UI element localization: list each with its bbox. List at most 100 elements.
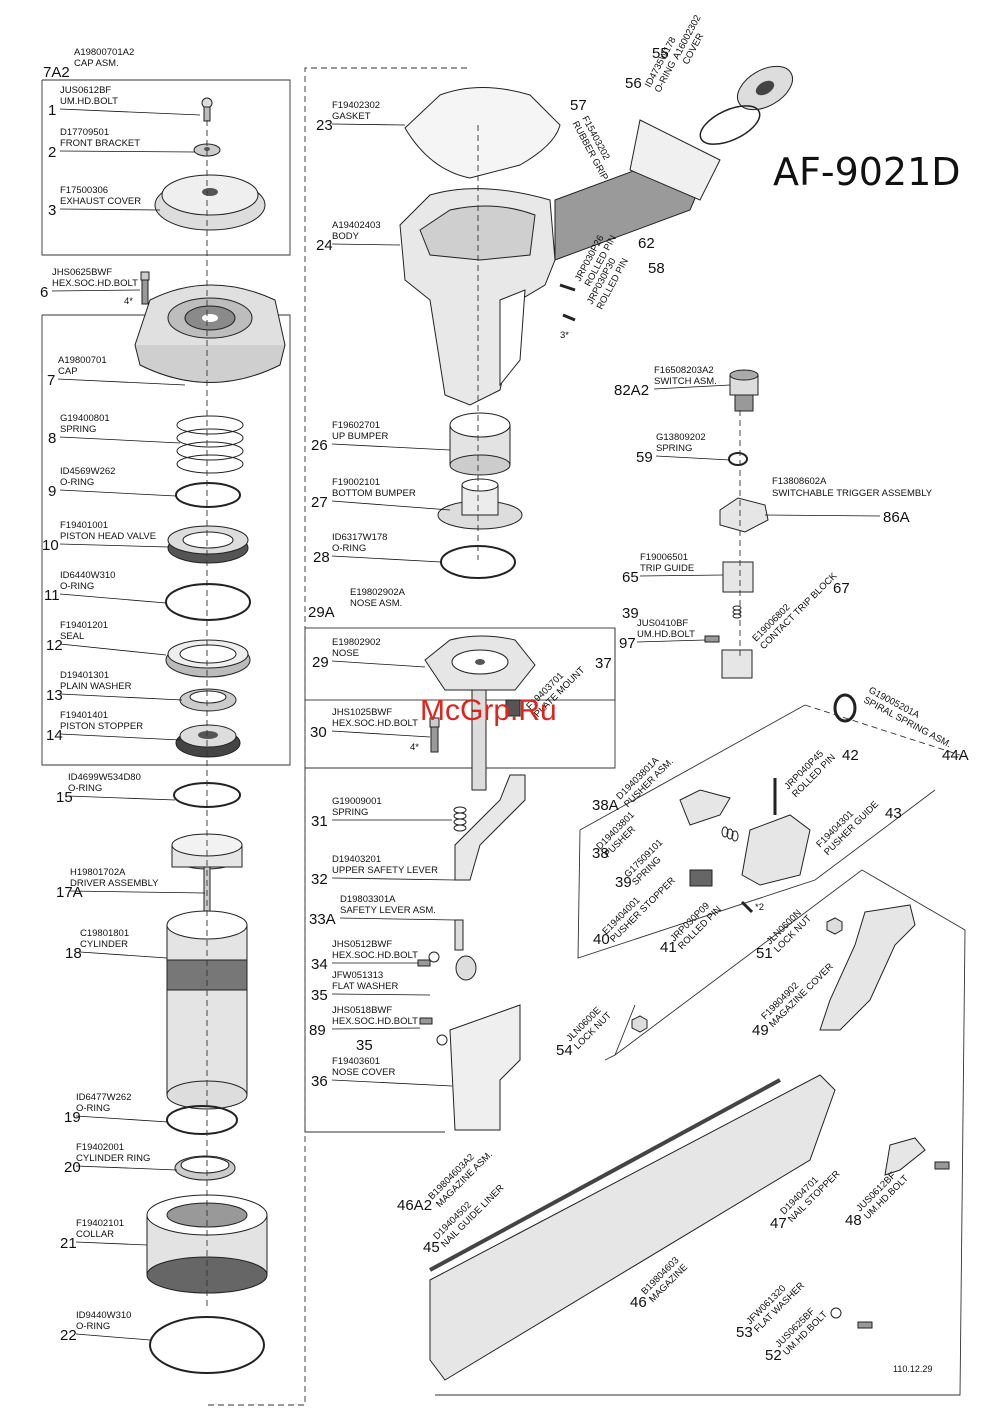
part-name: HEX.SOC.HD.BOLT (332, 1016, 418, 1027)
part-number: 12 (46, 637, 63, 654)
part-number: 44A (942, 747, 969, 764)
part-name: CONTACT TRIP BLOCK (758, 570, 840, 652)
leader-line (331, 660, 426, 668)
leader-line (67, 795, 176, 801)
flat-washer-53-drawing (830, 1307, 842, 1319)
part-code: A19402403 (332, 220, 381, 231)
part-code: F19401201 (60, 620, 108, 631)
part-number: 1 (48, 102, 56, 119)
part-name: HEX.SOC.HD.BOLT (332, 718, 418, 729)
part-code: G13809202 (656, 432, 706, 443)
part-number: 89 (309, 1022, 326, 1039)
piston-stopper-drawing (175, 724, 241, 758)
leader-line (331, 877, 456, 881)
leader-line (75, 1333, 151, 1341)
part-code: ID4699W534D80 (68, 772, 141, 783)
rolled-pin-58-drawing (562, 313, 576, 322)
bottom-bumper-drawing (437, 478, 523, 530)
part-code: ID6477W262 (76, 1092, 131, 1103)
part-number: 27 (311, 494, 328, 511)
leader-line (59, 208, 161, 211)
part-name: O-RING (76, 1321, 110, 1332)
spring-39b-drawing (721, 826, 739, 842)
hex-bolt-30-drawing (429, 717, 440, 753)
leader-line (331, 555, 442, 563)
part-code: JUS0410BF (637, 618, 688, 629)
nose-drawing (424, 635, 536, 791)
part-number: 52 (765, 1347, 782, 1364)
part-code: F19402302 (332, 100, 380, 111)
part-name: CYLINDER RING (76, 1153, 150, 1164)
part-number: 10 (42, 537, 59, 554)
part-code: A19800701 (58, 355, 107, 366)
part-code: F19401001 (60, 520, 108, 531)
part-number: 39 (615, 874, 632, 891)
pusher-drawing (679, 789, 731, 826)
part-number: 18 (65, 945, 82, 962)
part-number: 26 (311, 437, 328, 454)
leader-line (59, 108, 201, 116)
leader-line (331, 730, 431, 738)
leader-line (331, 123, 406, 126)
part-drawings (134, 65, 950, 1381)
leader-line (51, 289, 141, 292)
flat-washer-35b-drawing (436, 1034, 448, 1046)
part-number: 41 (660, 939, 677, 956)
um-hd-bolt-52-drawing (857, 1321, 873, 1329)
rolled-pin-62-drawing (559, 283, 576, 292)
bolt-1-drawing (201, 97, 213, 122)
body-drawing (399, 188, 556, 406)
leader-line (59, 593, 167, 604)
leader-line (653, 384, 731, 390)
part-number: 28 (313, 549, 330, 566)
leader-line (59, 489, 177, 497)
part-number-39b: 39 (622, 605, 639, 622)
part-name: NOSE (332, 648, 359, 659)
part-name: O-RING (332, 543, 366, 554)
part-code: H19801702A (70, 867, 126, 878)
part-name: CYLINDER (80, 939, 128, 950)
part-number: 13 (46, 687, 63, 704)
part-number: 48 (845, 1212, 862, 1229)
part-number: 31 (311, 813, 328, 830)
part-number: 34 (311, 956, 328, 973)
lock-nut-54-drawing (631, 1015, 648, 1033)
part-number: 30 (310, 724, 327, 741)
cover-drawing (737, 65, 793, 111)
part-name: UP BUMPER (332, 431, 388, 442)
part-number: 47 (770, 1215, 787, 1232)
plain-washer-drawing (179, 688, 237, 712)
part-name: SPRING (332, 807, 368, 818)
part-name: COLLAR (76, 1229, 114, 1240)
part-name: SEAL (60, 631, 84, 642)
leader-line (59, 150, 196, 153)
part-code: F13808602A (772, 476, 827, 487)
part-name: HEX.SOC.HD.BOLT (52, 278, 138, 289)
hex-bolt-34-drawing (417, 959, 431, 967)
part-number: 33A (309, 911, 336, 928)
part-number: 7A2 (43, 64, 70, 81)
leader-line (636, 639, 706, 643)
part-code: JFW051313 (332, 970, 383, 981)
switch-asm-drawing (729, 369, 759, 412)
part-code: ID6440W310 (60, 570, 115, 581)
part-number: 24 (316, 237, 333, 254)
leader-line (59, 436, 181, 444)
part-number: 55 (652, 45, 669, 62)
um-hd-bolt-97-drawing (704, 635, 720, 643)
part-number: 59 (636, 449, 653, 466)
